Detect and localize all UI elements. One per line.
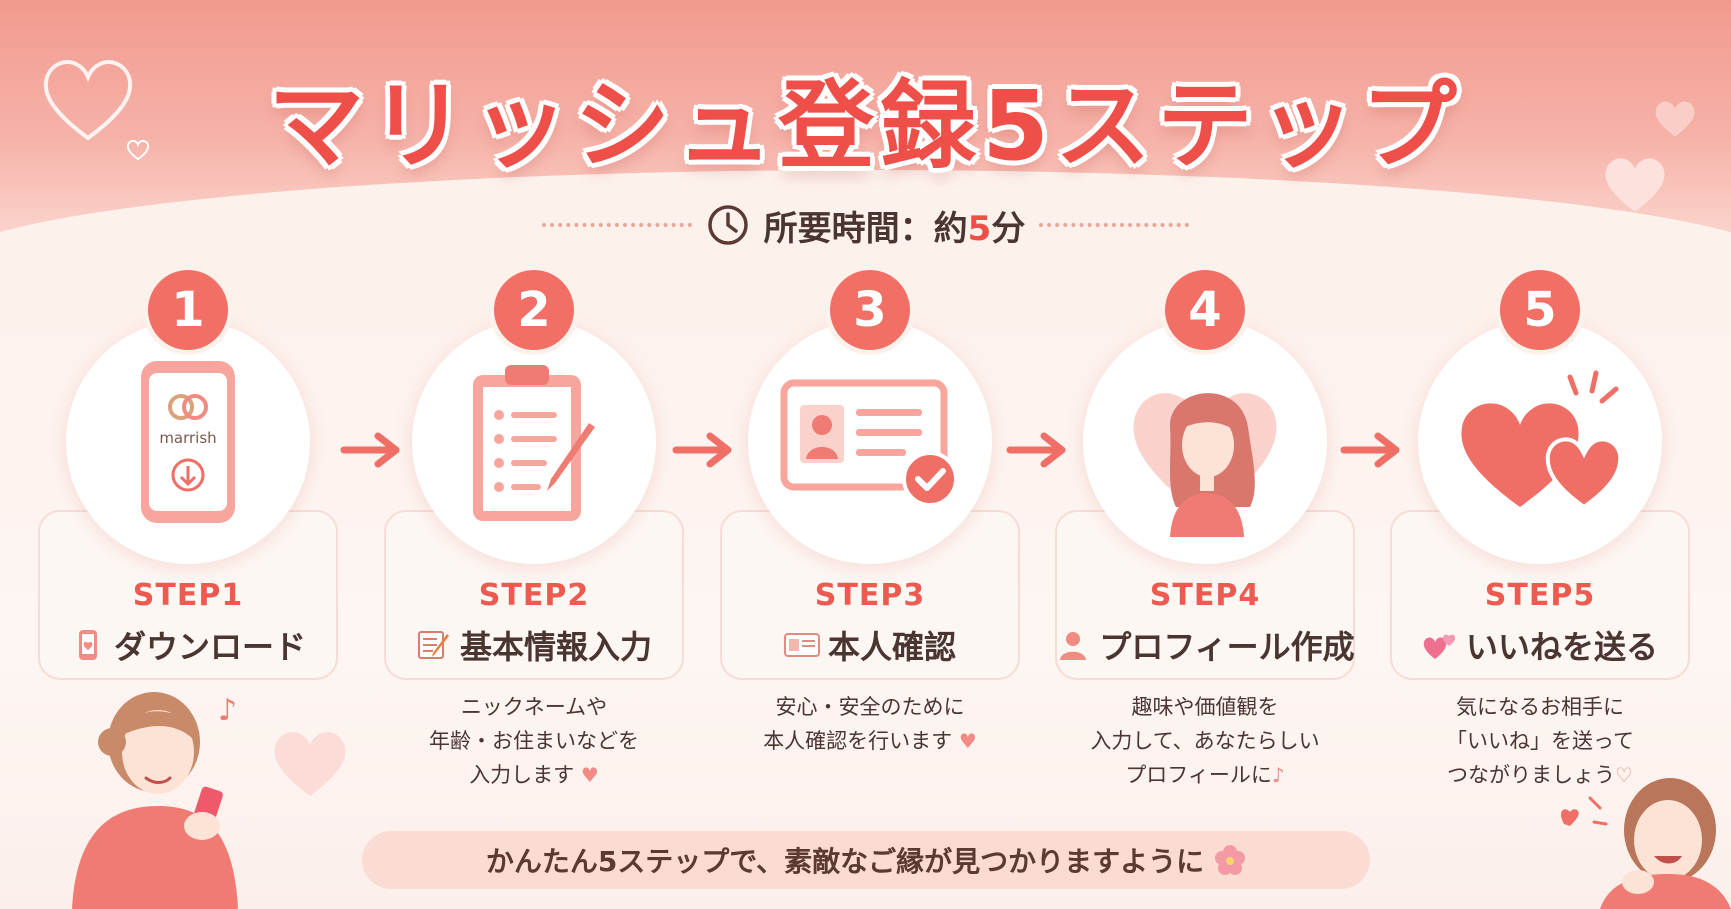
smartphone-small-icon [78,630,97,660]
required-time: 所要時間：約5分 [764,201,1026,250]
heart-icon [1605,158,1665,212]
step-title-text: プロフィール作成 [1099,628,1355,666]
heart-outline-icon [43,60,133,141]
step-title: ダウンロード [38,622,338,668]
step-number: 3 [830,270,910,350]
step-2: 2 STEP2 基本情報入力 [384,270,684,680]
step-title-text: いいねを送る [1465,628,1658,666]
arrow-right-icon [672,432,732,468]
desc-line: 気になるお相手に [1456,695,1624,719]
id-card-icon [780,379,958,507]
step-number: 2 [494,270,574,350]
desc-line: 入力します [469,763,575,787]
desc-line: 安心・安全のために [775,695,965,719]
step-4-description: 趣味や価値観を 入力して、あなたらしい プロフィールに♪ [1055,690,1355,792]
step-4: 4 STEP4 プロフィール作成 [1055,270,1355,680]
arrow-right-icon [1340,432,1400,468]
brand-text: marrish [159,429,216,447]
heart-outline-icon: ♡ [1615,763,1633,787]
desc-line: プロフィールに [1125,763,1272,787]
time-number: 5 [967,208,992,249]
step-illustration [1418,320,1662,564]
music-note-icon: ♪ [1271,763,1285,787]
page-title: マリッシュ登録5ステップ [268,70,1463,182]
time-row: 所要時間：約5分 [0,200,1731,250]
step-title: 基本情報入力 [384,622,684,668]
happy-woman-illustration [1560,778,1731,909]
id-card-small-icon [783,633,820,657]
step-illustration: marrish [66,320,310,564]
step-illustration [748,320,992,564]
heart-icon: ♥ [958,729,977,753]
desc-line: 入力して、あなたらしい [1090,729,1320,753]
desc-line: ニックネームや [460,695,608,719]
clipboard-icon [473,365,595,521]
step-number: 4 [1165,270,1245,350]
flower-icon [1215,845,1246,875]
footer-banner: かんたん5ステップで、素敵なご縁が見つかりますように [362,831,1370,889]
hearts-icon [1461,370,1623,510]
step-illustration [1083,320,1327,564]
step-title: いいねを送る [1390,622,1690,668]
smartphone-icon: marrish [141,361,235,523]
step-title-text: 本人確認 [827,628,956,666]
svg-text:♪: ♪ [218,693,237,728]
woman-with-phone-illustration: ♪ [72,692,238,909]
memo-pencil-icon [417,631,449,659]
heart-icon [274,732,346,796]
heart-icon: ♥ [580,763,599,787]
step-5: 5 STEP5 いいねを送る [1390,270,1690,680]
two-hearts-icon [1423,634,1456,659]
heart-icon [1655,101,1695,137]
step-illustration [412,320,656,564]
desc-line: 「いいね」を送って [1446,729,1634,753]
step-title-text: 基本情報入力 [459,628,652,666]
step-label: STEP3 [814,578,926,613]
step-number: 5 [1500,270,1580,350]
step-3: 3 STEP3 本人確認 [720,270,1020,680]
person-icon [1060,632,1087,660]
step-title-text: ダウンロード [113,628,306,666]
step-3-description: 安心・安全のために 本人確認を行います ♥ [720,690,1020,758]
arrow-right-icon [340,432,400,468]
divider-dots [1039,223,1190,227]
clock-icon [707,205,748,245]
step-label: STEP4 [1149,578,1261,613]
time-prefix: 所要時間：約 [763,208,968,249]
step-title: プロフィール作成 [1055,622,1355,668]
step-5-description: 気になるお相手に 「いいね」を送って つながりましょう♡ [1390,690,1690,792]
arrow-right-icon [1006,432,1066,468]
woman-profile-icon [1133,393,1277,537]
step-number: 1 [148,270,228,350]
desc-line: 年齢・お住まいなどを [429,729,639,753]
desc-line: 趣味や価値観を [1131,695,1279,719]
step-label: STEP5 [1484,578,1596,613]
desc-line: つながりましょう [1447,763,1616,787]
time-unit: 分 [991,208,1026,249]
divider-dots [541,223,692,227]
step-label: STEP2 [478,578,590,613]
step-title: 本人確認 [720,622,1020,668]
step-label: STEP1 [132,578,244,613]
step-2-description: ニックネームや 年齢・お住まいなどを 入力します ♥ [384,690,684,792]
banner-text: かんたん5ステップで、素敵なご縁が見つかりますように [485,845,1205,878]
heart-small-icon [126,139,150,161]
desc-line: 本人確認を行います [763,729,953,753]
step-1: marrish 1 STEP1 ダウンロード [38,270,338,680]
